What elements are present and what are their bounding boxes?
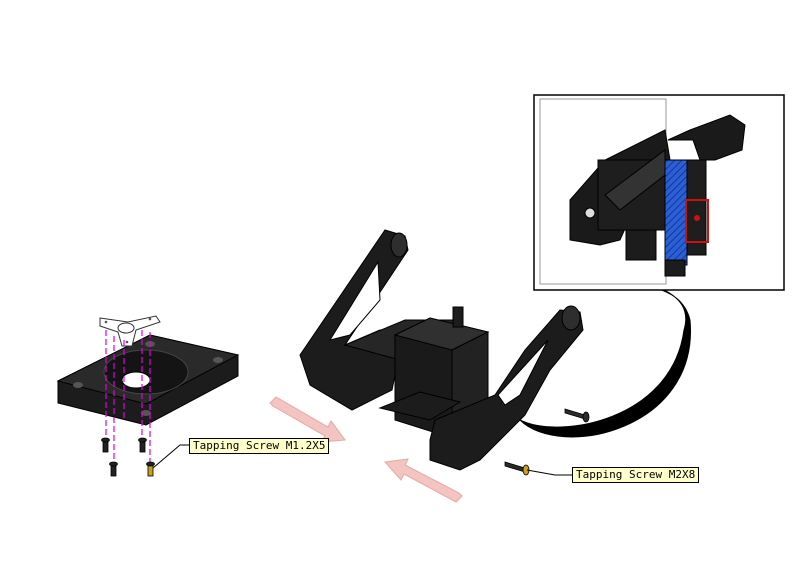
base-plate — [56, 334, 240, 426]
callout-screw-large: Tapping Screw M2X8 — [572, 467, 700, 483]
tapping-screw-icon — [504, 408, 590, 476]
servo-horn-icon — [99, 315, 161, 347]
assembly-arrow-icon — [269, 396, 463, 503]
bracket-part — [429, 305, 584, 471]
callout-leader-2 — [526, 469, 573, 476]
tapping-screw-icon — [101, 437, 155, 477]
callout-screw-small: Tapping Screw M1.2X5 — [189, 438, 330, 454]
guide-lines — [105, 330, 151, 470]
detail-inset — [533, 94, 785, 291]
callout-leader-1 — [152, 444, 190, 469]
